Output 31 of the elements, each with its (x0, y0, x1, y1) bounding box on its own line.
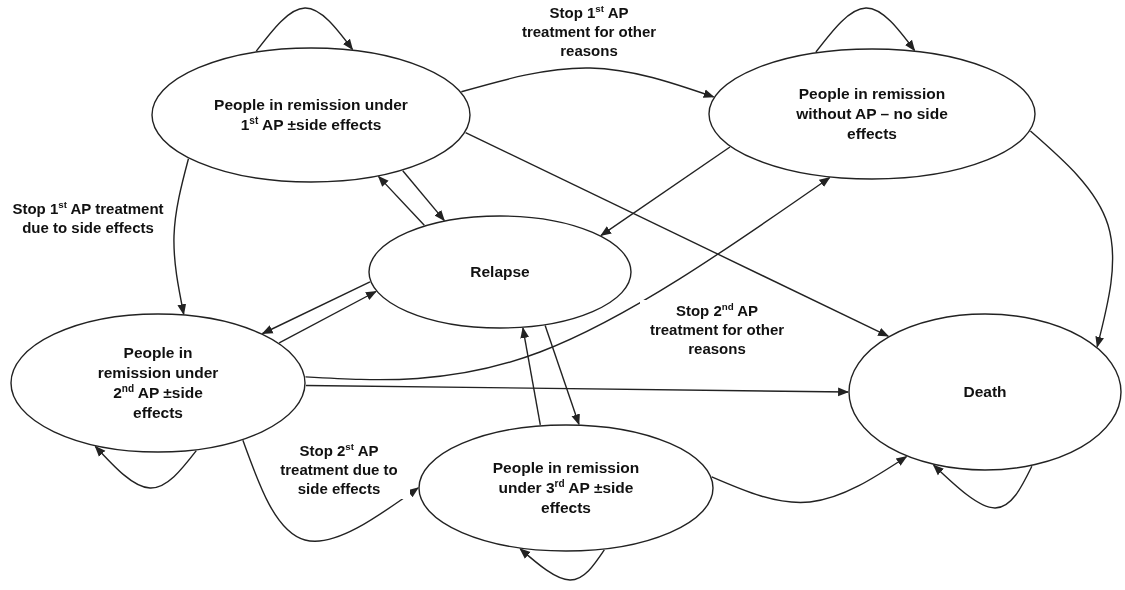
state-ellipse (151, 47, 471, 183)
self-loop-arrow (932, 464, 1033, 509)
state-label: People in remission under 2$^{nd}$ AP ±side effects (96, 343, 220, 423)
self-loop-arrow (94, 445, 197, 489)
arrow (460, 67, 715, 98)
state-ellipse (708, 48, 1036, 180)
state-ellipse (368, 215, 632, 329)
self-loop-arrow (255, 7, 354, 52)
arrow (464, 131, 890, 337)
state-label: People in remission under 3$^{rd}$ AP ±side effects (491, 458, 641, 518)
arrow (520, 327, 541, 426)
self-loop-arrow (815, 7, 916, 53)
state-label: Relapse (469, 262, 531, 282)
arrow (304, 177, 831, 381)
arrow (544, 324, 580, 426)
state-label: Death (962, 382, 1008, 402)
arrow (600, 146, 731, 237)
self-loop-arrow (519, 548, 605, 581)
state-label: People in remission under 1$^{st}$ AP ±side effects (213, 95, 409, 135)
arrow (377, 175, 425, 226)
arrow (1029, 130, 1114, 348)
state-label: People in remission without AP – no side effects (795, 84, 949, 144)
arrow (711, 456, 908, 504)
arrow (242, 439, 419, 542)
arrow (261, 281, 371, 335)
arrow (305, 384, 850, 397)
state-ellipse (848, 313, 1122, 471)
arrow (278, 290, 377, 344)
arrow (173, 158, 190, 316)
state-ellipse (418, 424, 714, 552)
arrow (402, 170, 445, 222)
